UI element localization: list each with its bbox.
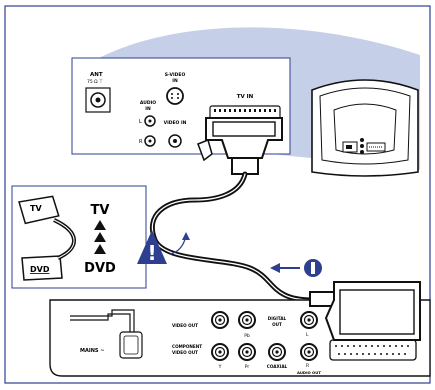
arrow-up-2 [94,232,106,242]
arrow-up-1 [94,220,106,230]
tv-set-illustration [311,79,419,177]
audio-out-l-label: L [306,332,309,338]
coaxial-label: COAXIAL [267,364,288,369]
mains-cable [70,309,135,350]
scart-inset: TV DVD TV DVD [11,185,147,289]
pb-label: Pb [244,333,250,339]
inset-arrow-tv-label: TV [91,203,110,218]
y-label: Y [218,364,222,370]
step-marker-1 [270,259,322,277]
tv-scart-plug [197,117,283,175]
digital-out-sub-label: OUT [272,322,282,327]
dvd-scart-socket [329,339,417,361]
arrow-up-3 [94,244,106,254]
video-out-jack [211,311,229,329]
svideo-label: S-VIDEO [165,72,186,78]
svg-text:!: ! [147,241,156,265]
coaxial-jack [268,343,286,361]
component-label: COMPONENT [172,344,202,349]
audio-in-label: AUDIO [140,100,156,106]
warning-icon: ! [137,230,167,265]
inset-dvd-plug [21,255,63,281]
mains-label: MAINS ~ [80,348,104,354]
audio-out-r-label: R [306,363,309,369]
dvd-scart-plug [309,281,421,341]
digital-out-label: DIGITAL [268,316,287,321]
audio-out-r-jack [300,343,318,361]
video-in-label: VIDEO IN [164,120,187,126]
inset-dvd-plug-label: DVD [30,265,50,274]
pb-jack [238,311,256,329]
ant-ohm-label: 75 Ω ⊤ [87,79,103,85]
tv-audio-l-label: L [139,119,142,125]
audio-out-label: AUDIO OUT [297,370,321,375]
inset-tv-plug [18,195,60,225]
y-jack [211,343,229,361]
inset-tv-plug-label: TV [30,204,42,213]
audio-in-sub-label: IN [145,106,151,112]
tv-in-label: TV IN [237,94,254,100]
ant-label: ANT [90,72,103,78]
video-out-label: VIDEO OUT [172,323,198,328]
svideo-jack [166,87,184,105]
audio-out-l-jack [300,311,318,329]
pr-label: Pr [245,364,250,370]
inset-arrow-dvd-label: DVD [84,261,116,276]
svideo-sub-label: IN [172,78,178,84]
component-sub-label: VIDEO OUT [172,350,198,355]
tv-audio-r-label: R [139,139,143,145]
pr-jack [238,343,256,361]
